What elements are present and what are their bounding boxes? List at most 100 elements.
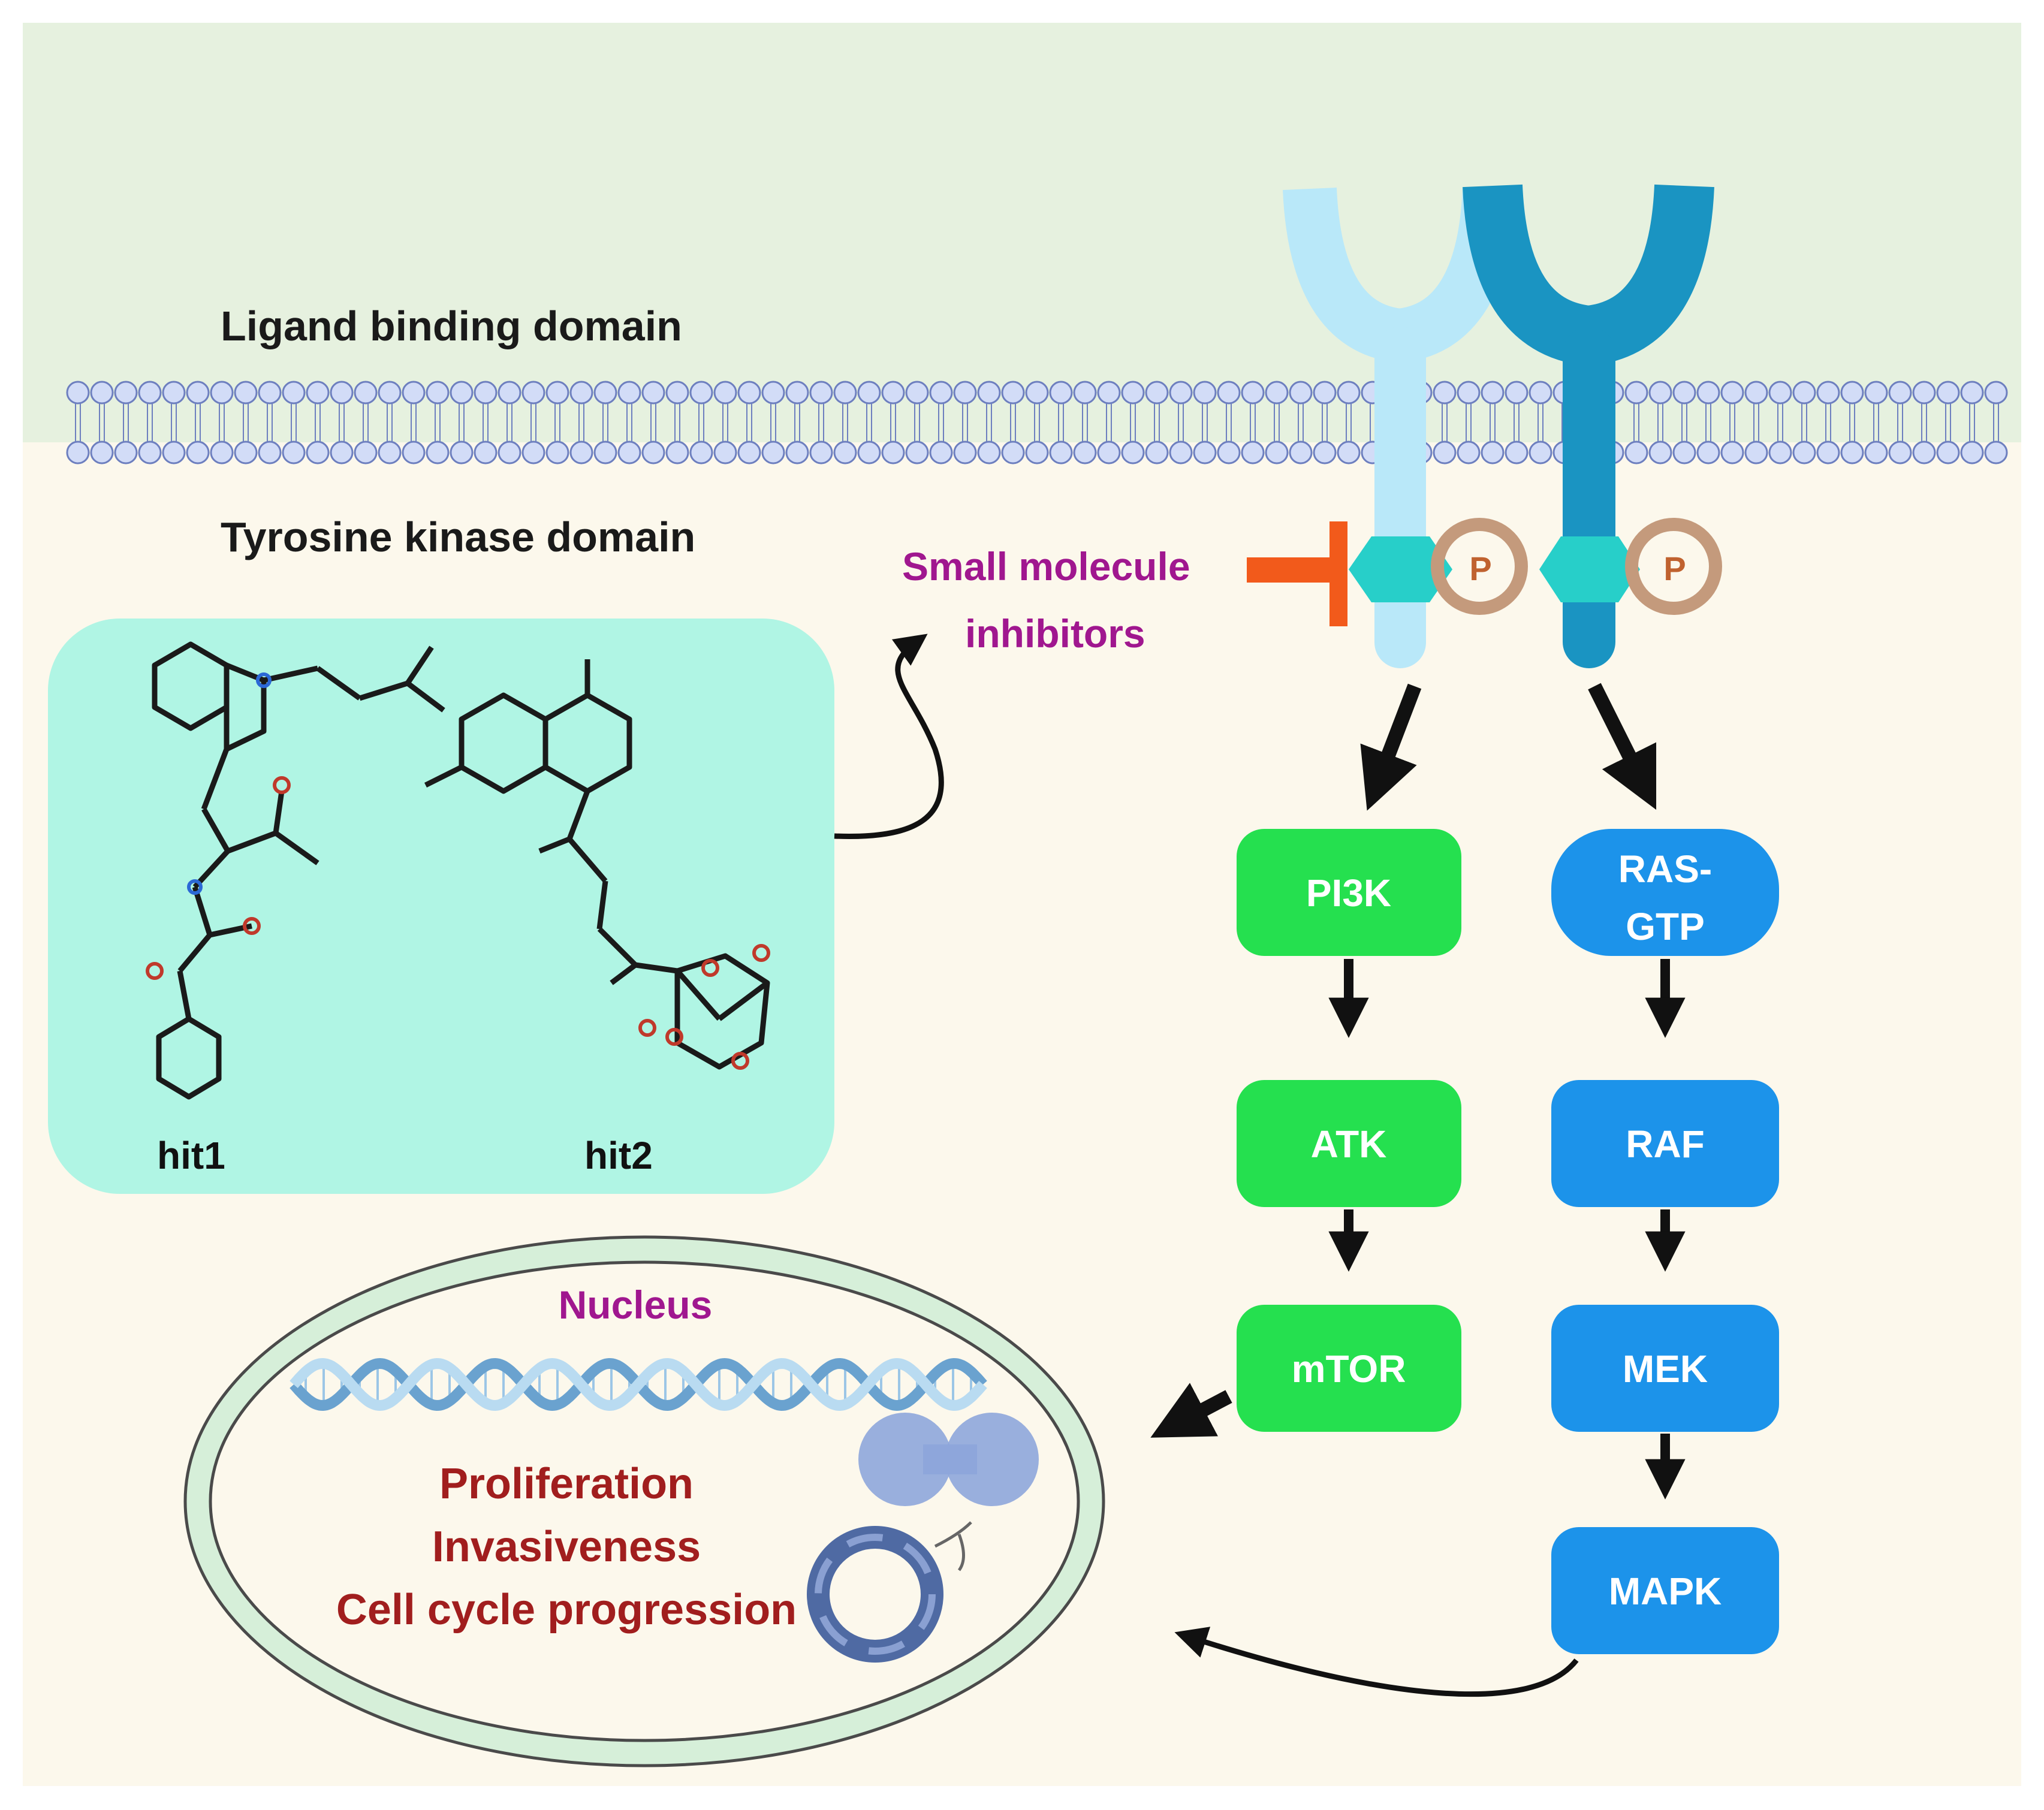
lipid-tail <box>1322 403 1328 442</box>
lipid-head <box>1121 441 1145 464</box>
lipid-head <box>881 441 905 464</box>
lipid-head <box>881 381 905 405</box>
lipid-tail <box>459 403 465 442</box>
lipid-tail <box>1849 403 1855 442</box>
lipid-head <box>809 441 833 464</box>
lipid-head <box>521 441 545 464</box>
lipid-head <box>1912 441 1936 464</box>
lipid-head <box>1792 381 1816 405</box>
phospho-label-dark: P <box>1663 550 1686 587</box>
lipid-head <box>282 381 306 405</box>
hit1-n-chain-3 <box>358 680 409 701</box>
lipid-head <box>833 441 857 464</box>
lipid-head <box>929 441 953 464</box>
lipid-tail <box>578 403 584 442</box>
raf-label: RAF <box>1626 1123 1705 1166</box>
lipid-head <box>234 441 258 464</box>
lipid-head <box>1816 441 1840 464</box>
lipid-tail <box>483 403 489 442</box>
lipid-head <box>641 381 665 405</box>
lipid-head <box>905 381 929 405</box>
lipid-head <box>1768 381 1792 405</box>
lipid-head <box>569 381 593 405</box>
hit1-amide-1 <box>192 849 230 889</box>
lipid-head <box>1457 441 1481 464</box>
compound-panel <box>48 619 834 1194</box>
lipid-head <box>210 381 234 405</box>
lipid-tail <box>411 403 417 442</box>
lipid-head <box>1744 381 1768 405</box>
ras-gtp-label-line1: RAS- <box>1618 847 1712 891</box>
lipid-head <box>1289 381 1313 405</box>
lipid-head <box>402 381 426 405</box>
lipid-head <box>1960 381 1984 405</box>
lipid-tail <box>1801 403 1807 442</box>
lipid-head <box>1265 441 1289 464</box>
lipid-head <box>1481 381 1505 405</box>
lipid-head <box>689 381 713 405</box>
lipid-head <box>474 381 498 405</box>
daughter-cell-right <box>945 1413 1039 1506</box>
lipid-head <box>402 441 426 464</box>
lipid-tail <box>818 403 824 442</box>
lipid-head <box>929 381 953 405</box>
lipid-tail <box>267 403 273 442</box>
lipid-head <box>1337 441 1361 464</box>
hit1-side-chain-1 <box>201 748 230 810</box>
lipid-head <box>1984 381 2008 405</box>
hit2-chain-4 <box>596 880 608 930</box>
lipid-head <box>186 381 210 405</box>
lipid-tail <box>1825 403 1831 442</box>
lipid-head <box>1505 381 1529 405</box>
lipid-head <box>306 381 330 405</box>
hit2-oxygen-2 <box>752 944 770 962</box>
hit1-oxygen-2 <box>243 917 261 935</box>
receptor-dark: P <box>1463 184 1722 668</box>
hit1-nitrogen-1 <box>256 672 272 688</box>
lipid-tail <box>1034 403 1040 442</box>
hit1-ester-2 <box>273 791 285 834</box>
lipid-tail <box>1873 403 1879 442</box>
lipid-head <box>1265 381 1289 405</box>
lipid-head <box>833 381 857 405</box>
hit1-indole-five-ring <box>224 662 267 752</box>
lipid-tail <box>507 403 512 442</box>
hit2-oxygen-4 <box>665 1028 683 1046</box>
inhibitor-label-line2: inhibitors <box>965 611 1145 656</box>
lipid-head <box>1313 381 1337 405</box>
lipid-head <box>258 441 282 464</box>
lipid-tail <box>650 403 656 442</box>
lipid-head <box>521 381 545 405</box>
lipid-head <box>617 381 641 405</box>
lipid-head <box>593 441 617 464</box>
lipid-head <box>306 441 330 464</box>
lipid-head <box>1840 441 1864 464</box>
mek-node <box>1551 1305 1779 1432</box>
lipid-head <box>1193 381 1217 405</box>
lipid-head <box>1433 441 1457 464</box>
lipid-head <box>234 381 258 405</box>
atk-label: ATK <box>1311 1123 1387 1166</box>
lipid-tail <box>698 403 704 442</box>
lipid-head <box>1001 381 1025 405</box>
lipid-head <box>737 381 761 405</box>
hit1-oxygen-3 <box>146 962 164 980</box>
lipid-head <box>569 441 593 464</box>
hit2-heteroatoms <box>638 944 770 1070</box>
lipid-head <box>1888 381 1912 405</box>
lipid-head <box>1145 381 1169 405</box>
lipid-tail <box>1753 403 1759 442</box>
lipid-head <box>1864 381 1888 405</box>
lipid-head <box>1049 441 1073 464</box>
lipid-head <box>977 381 1001 405</box>
phospho-ring-light <box>1431 518 1528 615</box>
lipid-head <box>474 441 498 464</box>
lipid-tail <box>1106 403 1112 442</box>
lipid-tail <box>1250 403 1256 442</box>
hit2-chain-7 <box>635 962 678 974</box>
hit1-heteroatoms <box>146 672 291 980</box>
lipid-head <box>761 441 785 464</box>
lipid-tail <box>746 403 752 442</box>
receptor-dark-stem <box>1563 327 1615 668</box>
lipid-tail <box>1082 403 1088 442</box>
